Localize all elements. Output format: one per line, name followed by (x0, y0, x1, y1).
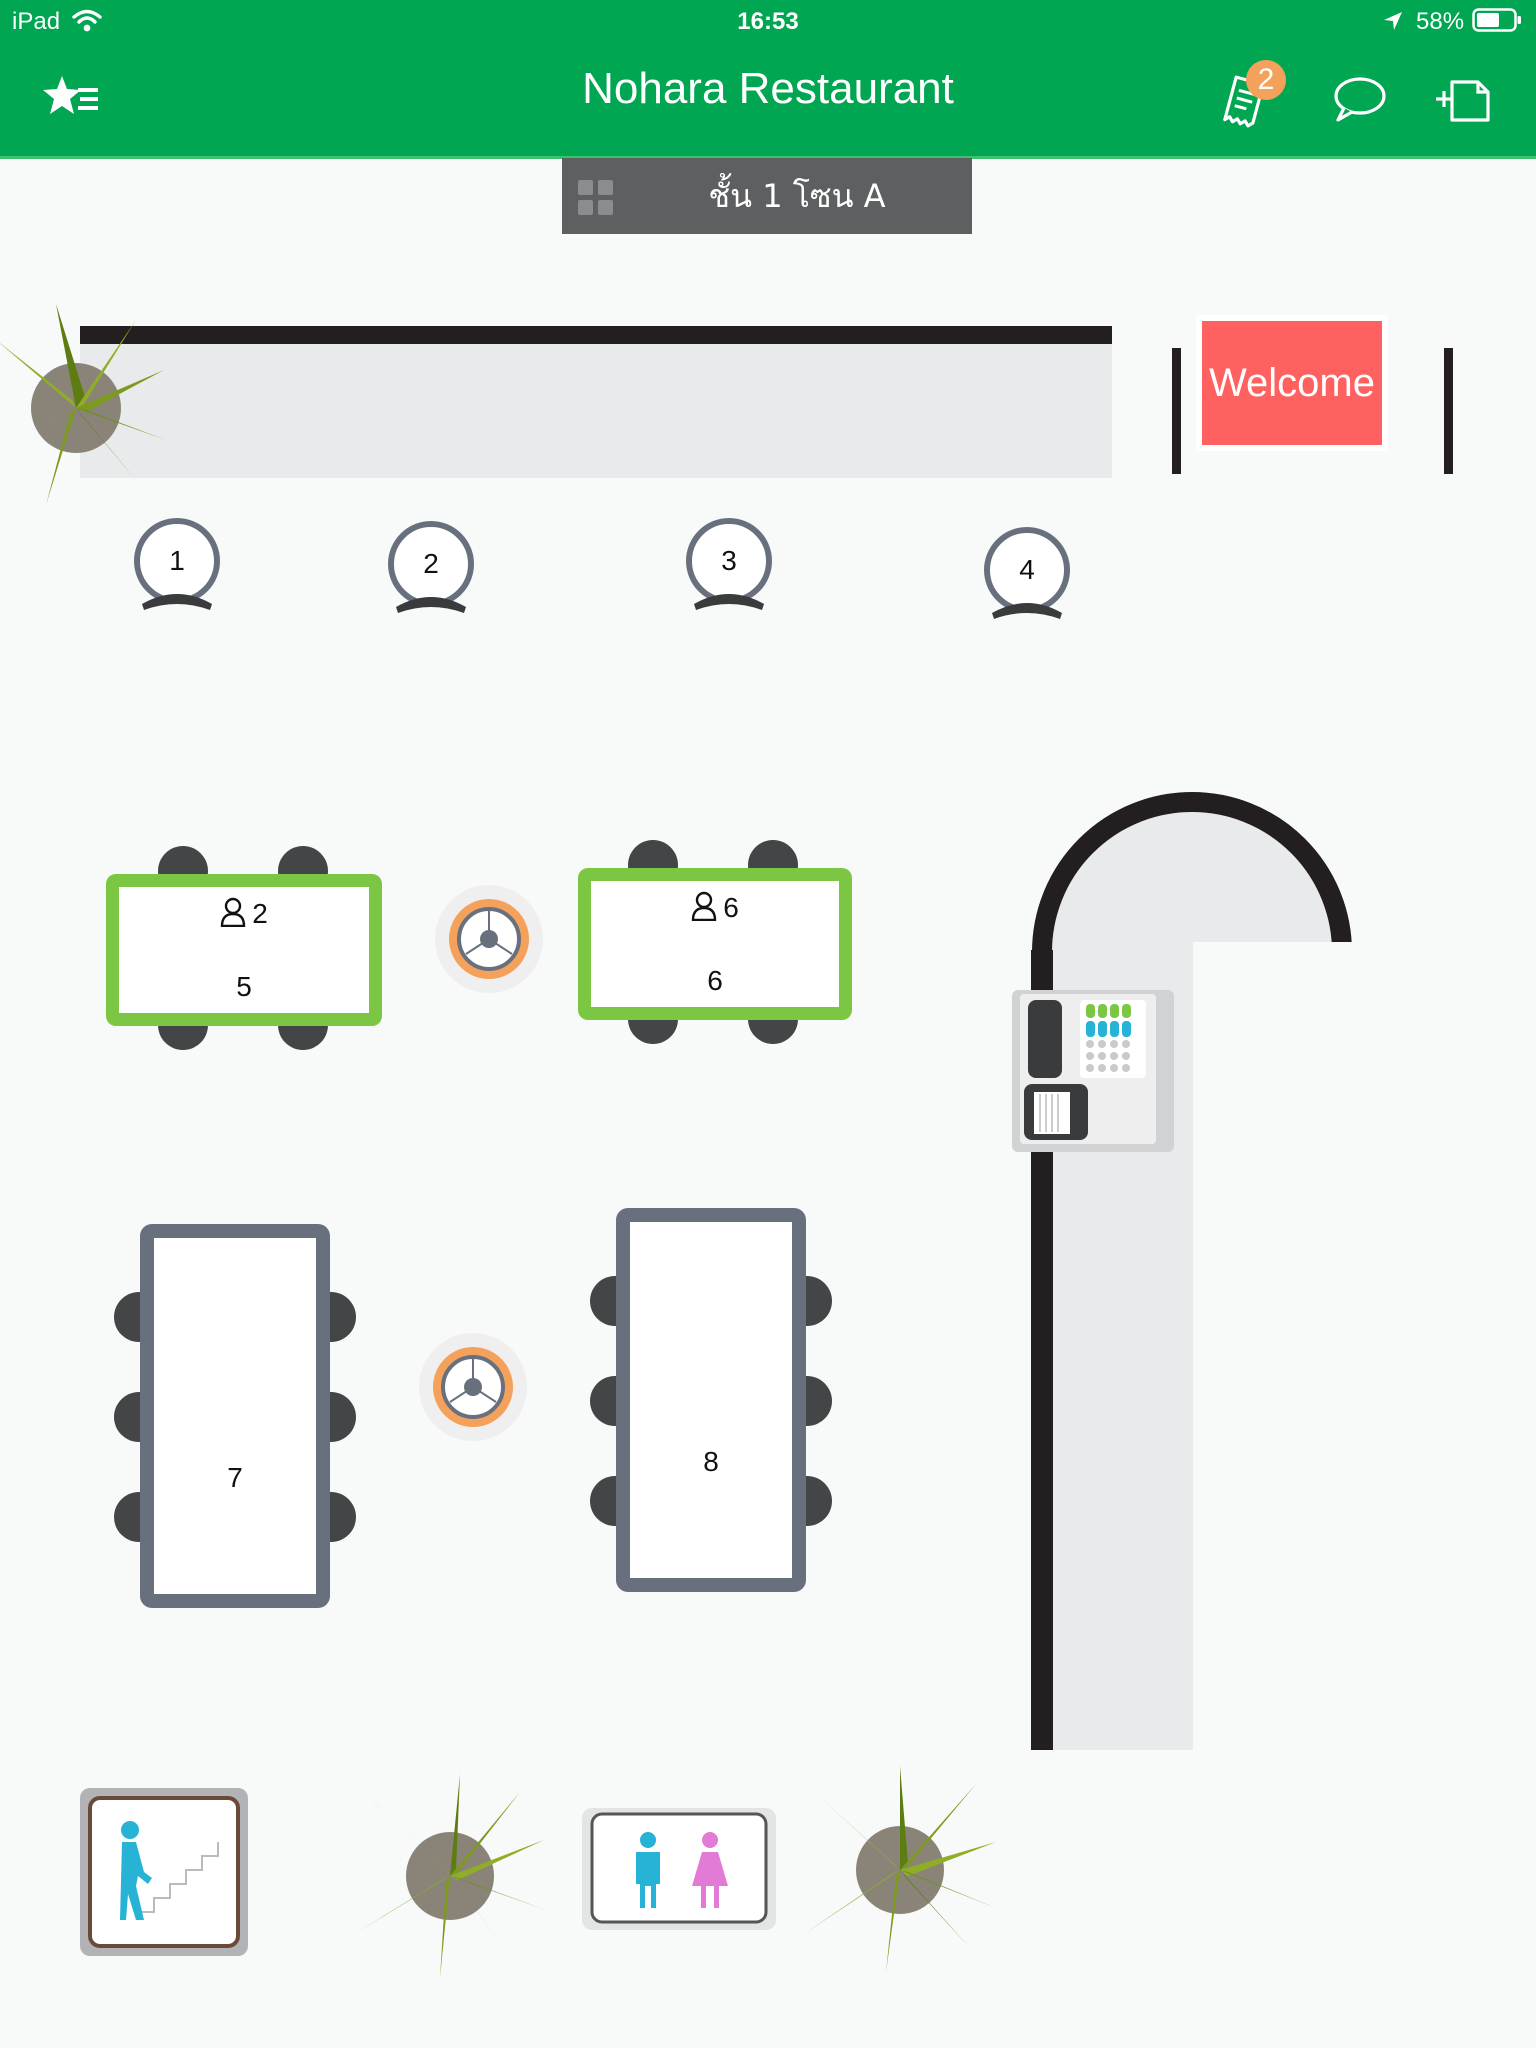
bar-seat-number: 3 (721, 545, 737, 576)
bar-stool-icon (388, 521, 474, 613)
bar-stool-icon (134, 518, 220, 610)
guest-count-value: 6 (723, 892, 739, 923)
person-icon (692, 891, 717, 922)
table-top: 8 (616, 1208, 806, 1592)
table-5[interactable]: 2 5 (106, 846, 382, 1052)
bar-seat-number: 2 (423, 548, 439, 579)
restroom-icon (582, 1808, 776, 1930)
bar-stool-icon (984, 527, 1070, 619)
orders-badge: 2 (1246, 60, 1286, 100)
battery-icon (1472, 8, 1521, 32)
table-8[interactable]: 8 (590, 1208, 832, 1594)
plant-icon (804, 1766, 996, 1972)
grid-icon (578, 180, 613, 215)
app-title: Nohara Restaurant (582, 64, 954, 113)
pos-terminal-icon[interactable] (1010, 988, 1176, 1154)
table-number: 8 (703, 1446, 719, 1477)
table-number: 7 (227, 1462, 243, 1493)
welcome-post-left (1172, 348, 1181, 474)
chat-bubble-icon[interactable] (1332, 74, 1388, 124)
kitchen-arch (1032, 792, 1360, 962)
table-number: 5 (236, 971, 252, 1002)
bar-seat-number: 4 (1019, 554, 1035, 585)
table-7[interactable]: 7 (114, 1224, 356, 1610)
bar-seat-1[interactable]: 1 (134, 518, 220, 610)
service-robot-icon (419, 1333, 527, 1441)
person-icon (221, 897, 246, 928)
bar-seat-number: 1 (169, 545, 185, 576)
plant-icon (0, 304, 166, 505)
top-bar-divider (0, 156, 1536, 159)
device-name: iPad (12, 8, 61, 35)
bar-seat-4[interactable]: 4 (984, 527, 1070, 619)
add-page-icon[interactable] (1434, 74, 1494, 124)
welcome-sign: Welcome (1202, 321, 1382, 445)
welcome-post-right (1444, 348, 1453, 474)
bar-counter-edge (80, 326, 1112, 344)
zone-label: ชั้น 1 โซน A (708, 177, 886, 215)
plant-icon (354, 1774, 546, 1978)
bar-seat-3[interactable]: 3 (686, 518, 772, 610)
table-top: 6 6 (578, 868, 852, 1020)
guest-count: 2 (119, 897, 369, 930)
table-top: 7 (140, 1224, 330, 1608)
table-number: 6 (707, 965, 723, 996)
table-6[interactable]: 6 6 (578, 840, 852, 1046)
guest-count-value: 2 (252, 898, 268, 929)
star-menu-icon[interactable] (42, 74, 102, 122)
status-time: 16:53 (737, 8, 799, 35)
stairs-icon (80, 1788, 248, 1956)
bar-counter (80, 326, 1112, 478)
table-top: 2 5 (106, 874, 382, 1026)
wifi-icon (72, 9, 102, 32)
bar-seat-2[interactable]: 2 (388, 521, 474, 613)
location-arrow-icon (1384, 12, 1402, 30)
guest-count: 6 (591, 891, 839, 924)
service-robot-icon (435, 885, 543, 993)
battery-percent: 58% (1416, 8, 1465, 35)
bar-stool-icon (686, 518, 772, 610)
zone-selector[interactable]: ชั้น 1 โซน A (562, 158, 972, 234)
